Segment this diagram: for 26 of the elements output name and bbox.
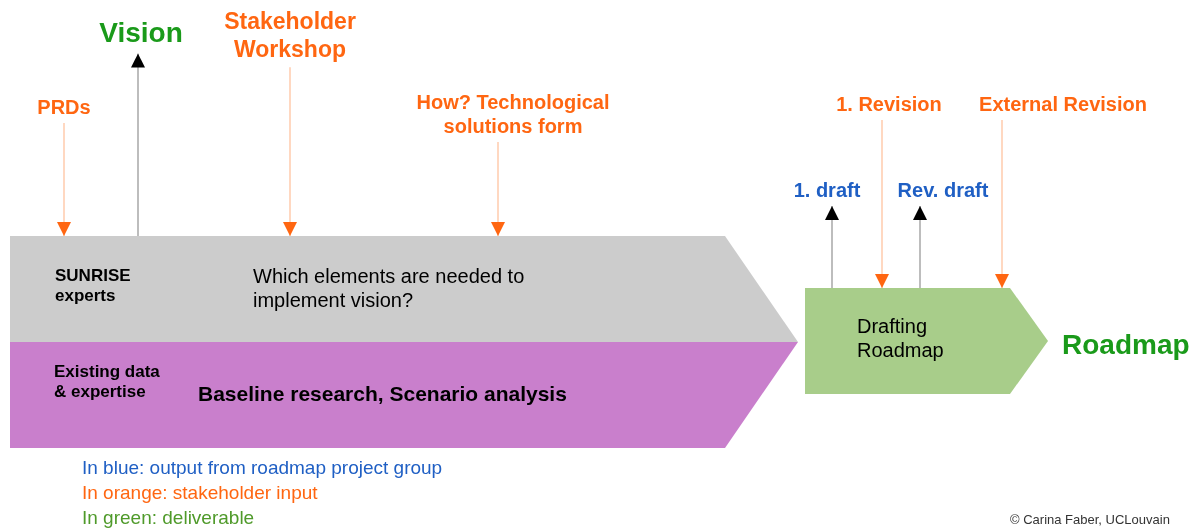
step-label: How? Technological solutions form (393, 90, 633, 138)
process-label: Drafting Roadmap (857, 314, 945, 362)
arrow (131, 52, 145, 237)
legend-entry: In green: deliverable (82, 506, 255, 530)
arrow (57, 122, 71, 237)
deliverable-label: Roadmap (1062, 328, 1190, 362)
band-heading: Existing data & expertise (54, 362, 161, 403)
step-label: External Revision (963, 92, 1163, 116)
arrow (995, 119, 1009, 289)
step-label: 1. draft (779, 178, 875, 202)
step-label: Vision (81, 16, 201, 50)
step-label: PRDs (19, 95, 109, 119)
step-label: Rev. draft (886, 178, 1000, 202)
band-heading: SUNRISE experts (55, 266, 132, 307)
arrow (491, 141, 505, 237)
copyright-note: © Carina Faber, UCLouvain (1010, 512, 1170, 528)
band-description: Baseline research, Scenario analysis (198, 381, 568, 407)
legend-entry: In orange: stakeholder input (82, 481, 318, 505)
step-label: Stakeholder Workshop (200, 8, 380, 64)
legend-entry: In blue: output from roadmap project group (82, 456, 443, 480)
arrow (875, 119, 889, 289)
arrow (913, 205, 927, 289)
arrow (283, 66, 297, 237)
band-question: Which elements are needed to implement vision? (253, 264, 526, 312)
arrow (825, 205, 839, 289)
step-label: 1. Revision (822, 92, 956, 116)
